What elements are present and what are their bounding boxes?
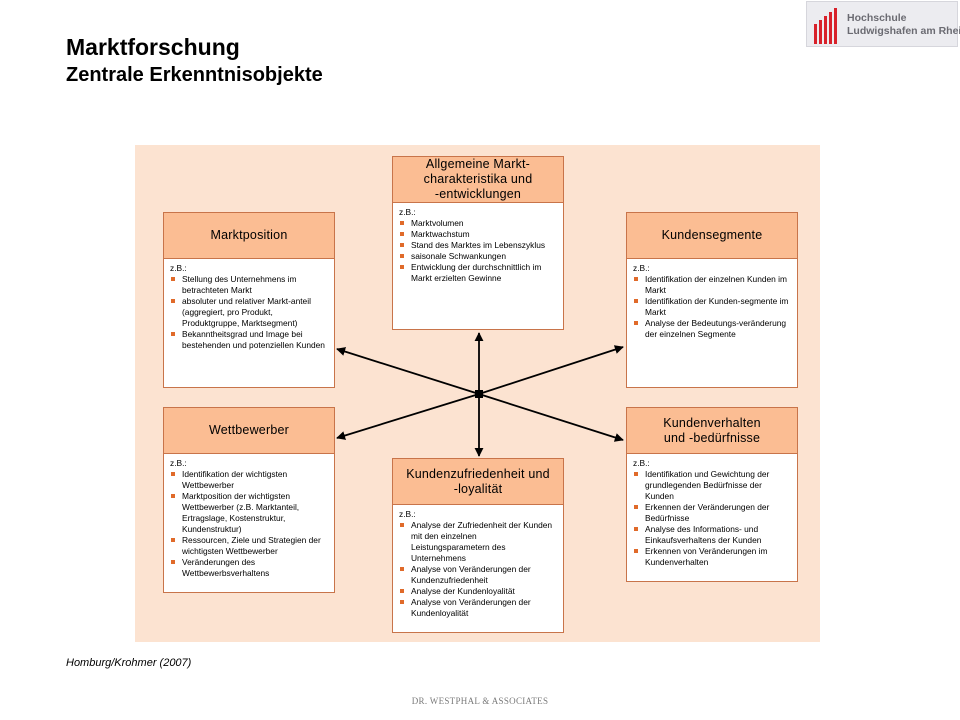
list-item: Analyse der Kundenloyalität [399,586,557,597]
box-kundenverhalten: Kundenverhalten und -bedürfnisse z.B.: I… [626,407,798,582]
list-item: saisonale Schwankungen [399,251,557,262]
box-intro: z.B.: [399,207,416,217]
list-item: Analyse von Veränderungen der Kundenloya… [399,597,557,619]
box-intro: z.B.: [399,509,416,519]
box-heading: Kundensegmente [627,213,797,259]
list-item: Identifikation und Gewichtung der grundl… [633,469,791,502]
logo-text-line2: Ludwigshafen am Rhein [847,25,960,37]
box-heading: Allgemeine Markt- charakteristika und -e… [393,157,563,203]
list-item: Analyse der Bedeutungs-veränderung der e… [633,318,791,340]
list-item: Marktvolumen [399,218,557,229]
list-item: Stand des Marktes im Lebenszyklus [399,240,557,251]
list-item: Marktposition der wichtigsten Wettbewerb… [170,491,328,535]
center-node [475,390,483,398]
list-item: Erkennen von Veränderungen im Kundenverh… [633,546,791,568]
list-item: Ressourcen, Ziele und Strategien der wic… [170,535,328,557]
list-item: Veränderungen des Wettbewerbsverhaltens [170,557,328,579]
page-title: Marktforschung [66,34,240,60]
box-kundenzufriedenheit: Kundenzufriedenheit und -loyalität z.B.:… [392,458,564,633]
list-item: Analyse des Informations- und Einkaufsve… [633,524,791,546]
box-intro: z.B.: [633,263,650,273]
box-heading: Kundenzufriedenheit und -loyalität [393,459,563,505]
box-wettbewerber: Wettbewerber z.B.: Identifikation der wi… [163,407,335,593]
box-kundensegmente: Kundensegmente z.B.: Identifikation der … [626,212,798,388]
list-item: Identifikation der Kunden-segmente im Ma… [633,296,791,318]
list-item: Analyse von Veränderungen der Kundenzufr… [399,564,557,586]
list-item: Identifikation der einzelnen Kunden im M… [633,274,791,296]
logo-text-line1: Hochschule [847,12,907,24]
list-item: Stellung des Unternehmens im betrachtete… [170,274,328,296]
page-subtitle: Zentrale Erkenntnisobjekte [66,64,323,86]
arrow-to-kundenverhalten [478,393,624,442]
list-item: Erkennen der Veränderungen der Bedürfnis… [633,502,791,524]
list-item: Entwicklung der durchschnittlich im Mark… [399,262,557,284]
list-item: Identifikation der wichtigsten Wettbewer… [170,469,328,491]
box-intro: z.B.: [633,458,650,468]
box-marktposition: Marktposition z.B.: Stellung des Unterne… [163,212,335,388]
box-heading: Wettbewerber [164,408,334,454]
box-allgemeine-marktcharakteristika: Allgemeine Markt- charakteristika und -e… [392,156,564,330]
source-citation: Homburg/Krohmer (2007) [66,657,192,669]
logo-mark-icon [814,8,837,44]
footer-text: DR. WESTPHAL & ASSOCIATES [411,696,549,706]
arrow-to-marktposition [336,347,480,395]
box-intro: z.B.: [170,458,187,468]
list-item: Analyse der Zufriedenheit der Kunden mit… [399,520,557,564]
list-item: Marktwachstum [399,229,557,240]
arrow-to-kundensegmente [478,345,624,395]
box-heading: Marktposition [164,213,334,259]
list-item: Bekanntheitsgrad und Image bei bestehend… [170,329,328,351]
arrow-to-wettbewerber [336,393,480,440]
university-logo: Hochschule Ludwigshafen am Rhein [806,1,960,47]
list-item: absoluter und relativer Markt-anteil (ag… [170,296,328,329]
box-heading: Kundenverhalten und -bedürfnisse [627,408,797,454]
box-intro: z.B.: [170,263,187,273]
